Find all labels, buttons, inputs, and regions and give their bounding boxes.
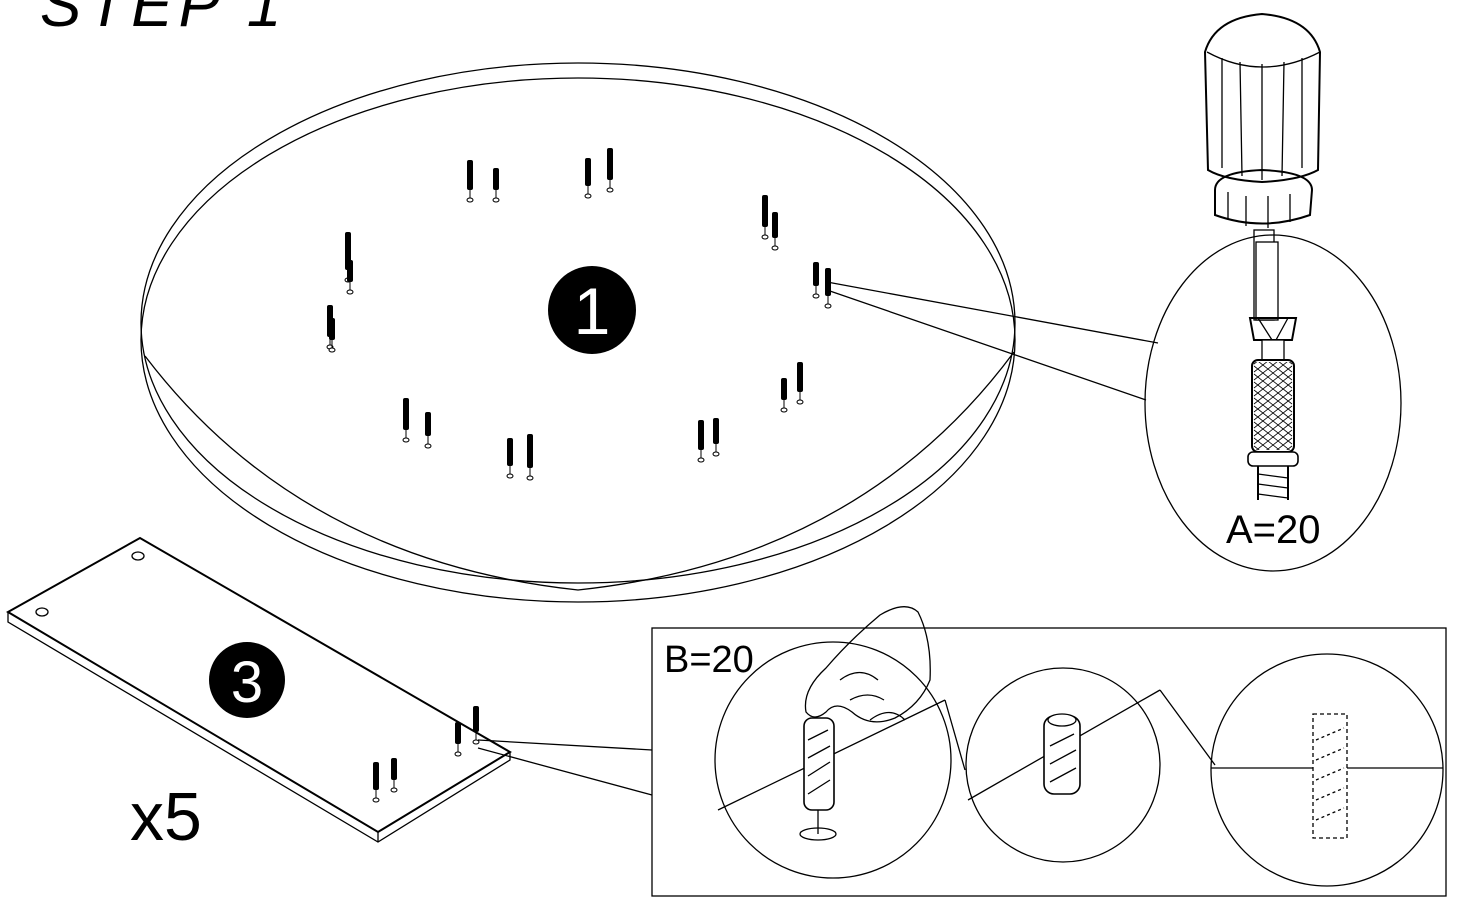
cam-bolt-pin bbox=[813, 262, 819, 286]
pin-hole bbox=[472, 739, 480, 745]
part-badge-1: 1 bbox=[548, 266, 636, 354]
dowel-icon bbox=[803, 717, 835, 811]
pin-hole bbox=[372, 797, 380, 803]
pin-hole bbox=[390, 787, 398, 793]
table-top-surface bbox=[140, 62, 1016, 584]
pin-hole bbox=[506, 473, 514, 479]
pin-hole bbox=[606, 187, 614, 193]
pins-shelf bbox=[372, 706, 480, 803]
shelf-quantity-label: x5 bbox=[130, 779, 202, 855]
cam-bolt-pin bbox=[455, 722, 461, 744]
pins-round-top bbox=[326, 148, 832, 481]
dowel-insert-step-3 bbox=[1210, 653, 1444, 887]
cam-bolt-pin bbox=[473, 706, 479, 732]
cam-bolt-pin bbox=[347, 260, 353, 282]
cam-bolt-pin bbox=[329, 318, 335, 340]
pin-hole bbox=[402, 437, 410, 443]
part-badge-1-label: 1 bbox=[574, 274, 611, 348]
cam-bolt-pin bbox=[507, 438, 513, 466]
cam-bolt-pin bbox=[698, 420, 704, 450]
pin-hole bbox=[824, 303, 832, 309]
cam-bolt-pin bbox=[607, 148, 613, 180]
cam-bolt-pin bbox=[781, 378, 787, 400]
cam-bolt-pin bbox=[425, 412, 431, 436]
round-table-top bbox=[140, 62, 1016, 603]
pin-hole bbox=[584, 193, 592, 199]
cam-bolt-pin bbox=[391, 758, 397, 780]
part-badge-3: 3 bbox=[209, 642, 285, 718]
part-badge-3-label: 3 bbox=[231, 650, 263, 715]
callout-lines-b bbox=[477, 739, 653, 796]
pin-hole bbox=[424, 443, 432, 449]
pin-hole bbox=[526, 475, 534, 481]
pin-hole bbox=[328, 347, 336, 353]
pin-hole bbox=[771, 245, 779, 251]
cam-bolt-pin bbox=[797, 362, 803, 392]
step-title: STEP 1 bbox=[40, 0, 287, 40]
table-top-edge bbox=[140, 77, 1016, 603]
pin-hole bbox=[697, 457, 705, 463]
pin-hole bbox=[346, 289, 354, 295]
cam-bolt-detail: A=20 bbox=[1144, 234, 1402, 572]
pin-hole bbox=[466, 197, 474, 203]
pin-hole bbox=[492, 197, 500, 203]
cam-bolt-pin bbox=[403, 398, 409, 430]
cam-bolt-quantity-label: A=20 bbox=[1226, 508, 1321, 552]
cam-bolt-pin bbox=[527, 434, 533, 468]
pin-hole bbox=[712, 451, 720, 457]
cam-bolt-pin bbox=[713, 418, 719, 444]
cam-bolt-pin bbox=[585, 158, 591, 186]
dowel-quantity-label: B=20 bbox=[664, 639, 754, 681]
dowel-insert-step-1 bbox=[714, 606, 952, 879]
cam-bolt-pin bbox=[373, 762, 379, 790]
callout-lines-a bbox=[826, 281, 1159, 401]
pin-hole bbox=[780, 407, 788, 413]
cam-bolt-icon bbox=[1247, 359, 1299, 500]
cam-bolt-pin bbox=[762, 195, 768, 227]
pin-hole bbox=[454, 751, 462, 757]
cam-bolt-pin bbox=[493, 168, 499, 190]
finger-icon bbox=[804, 606, 931, 723]
dowel-insert-step-2 bbox=[944, 667, 1216, 863]
shelf-board bbox=[6, 536, 512, 843]
dowel-detail-box: B=20 bbox=[651, 606, 1447, 897]
cam-bolt-pin bbox=[772, 212, 778, 238]
pin-hole bbox=[796, 399, 804, 405]
pin-hole bbox=[812, 293, 820, 299]
cam-bolt-pin bbox=[467, 160, 473, 190]
pin-hole bbox=[761, 234, 769, 240]
